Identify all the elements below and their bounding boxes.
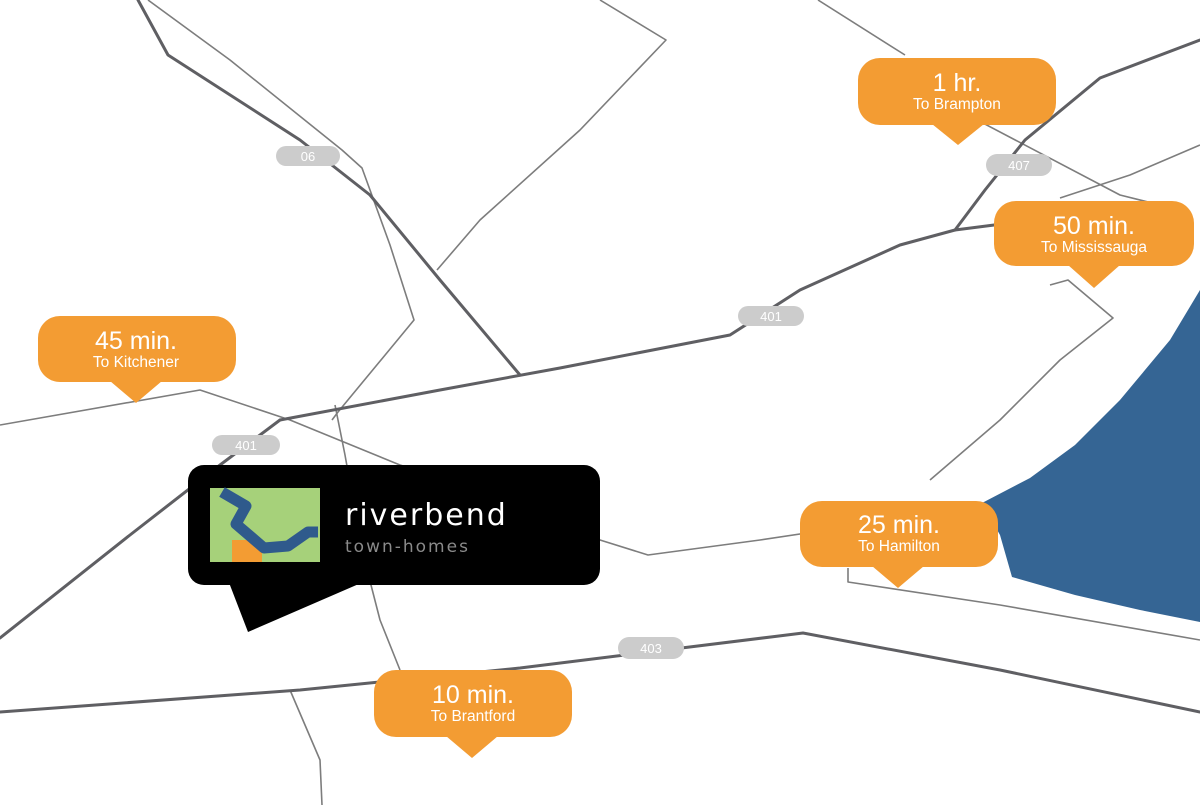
- callout-brantford-time: 10 min.: [432, 681, 514, 709]
- highway-badge-401-west: 401: [212, 435, 280, 455]
- callout-hamilton-time: 25 min.: [858, 511, 940, 539]
- callout-kitchener-time: 45 min.: [95, 327, 177, 355]
- callout-brantford[interactable]: 10 min. To Brantford: [374, 670, 572, 758]
- callout-mississauga-time: 50 min.: [1053, 212, 1135, 240]
- highway-badge-401-east: 401: [738, 306, 804, 326]
- lake-ontario: [982, 290, 1200, 622]
- svg-text:407: 407: [1008, 158, 1030, 173]
- callout-brampton-label: To Brampton: [913, 96, 1001, 113]
- highway-badge-06: 06: [276, 146, 340, 166]
- riverbend-location-marker[interactable]: riverbend town-homes: [188, 465, 600, 632]
- callout-kitchener-label: To Kitchener: [93, 354, 179, 371]
- logo-subtitle: town-homes: [345, 537, 470, 557]
- callout-kitchener[interactable]: 45 min. To Kitchener: [38, 316, 236, 403]
- callout-brantford-label: To Brantford: [431, 708, 515, 725]
- highway-badge-403: 403: [618, 637, 684, 659]
- svg-text:401: 401: [760, 309, 782, 324]
- riverbend-logo-icon: [210, 487, 320, 562]
- highway-badge-407: 407: [986, 154, 1052, 176]
- svg-text:401: 401: [235, 438, 257, 453]
- callout-mississauga[interactable]: 50 min. To Mississauga: [994, 201, 1194, 288]
- callout-hamilton-label: To Hamilton: [858, 538, 940, 555]
- svg-text:06: 06: [301, 149, 315, 164]
- callout-brampton-time: 1 hr.: [933, 69, 982, 97]
- logo-name: riverbend: [345, 498, 508, 533]
- callout-hamilton[interactable]: 25 min. To Hamilton: [800, 501, 998, 588]
- callout-brampton[interactable]: 1 hr. To Brampton: [858, 58, 1056, 145]
- callout-mississauga-label: To Mississauga: [1041, 239, 1147, 256]
- svg-text:403: 403: [640, 641, 662, 656]
